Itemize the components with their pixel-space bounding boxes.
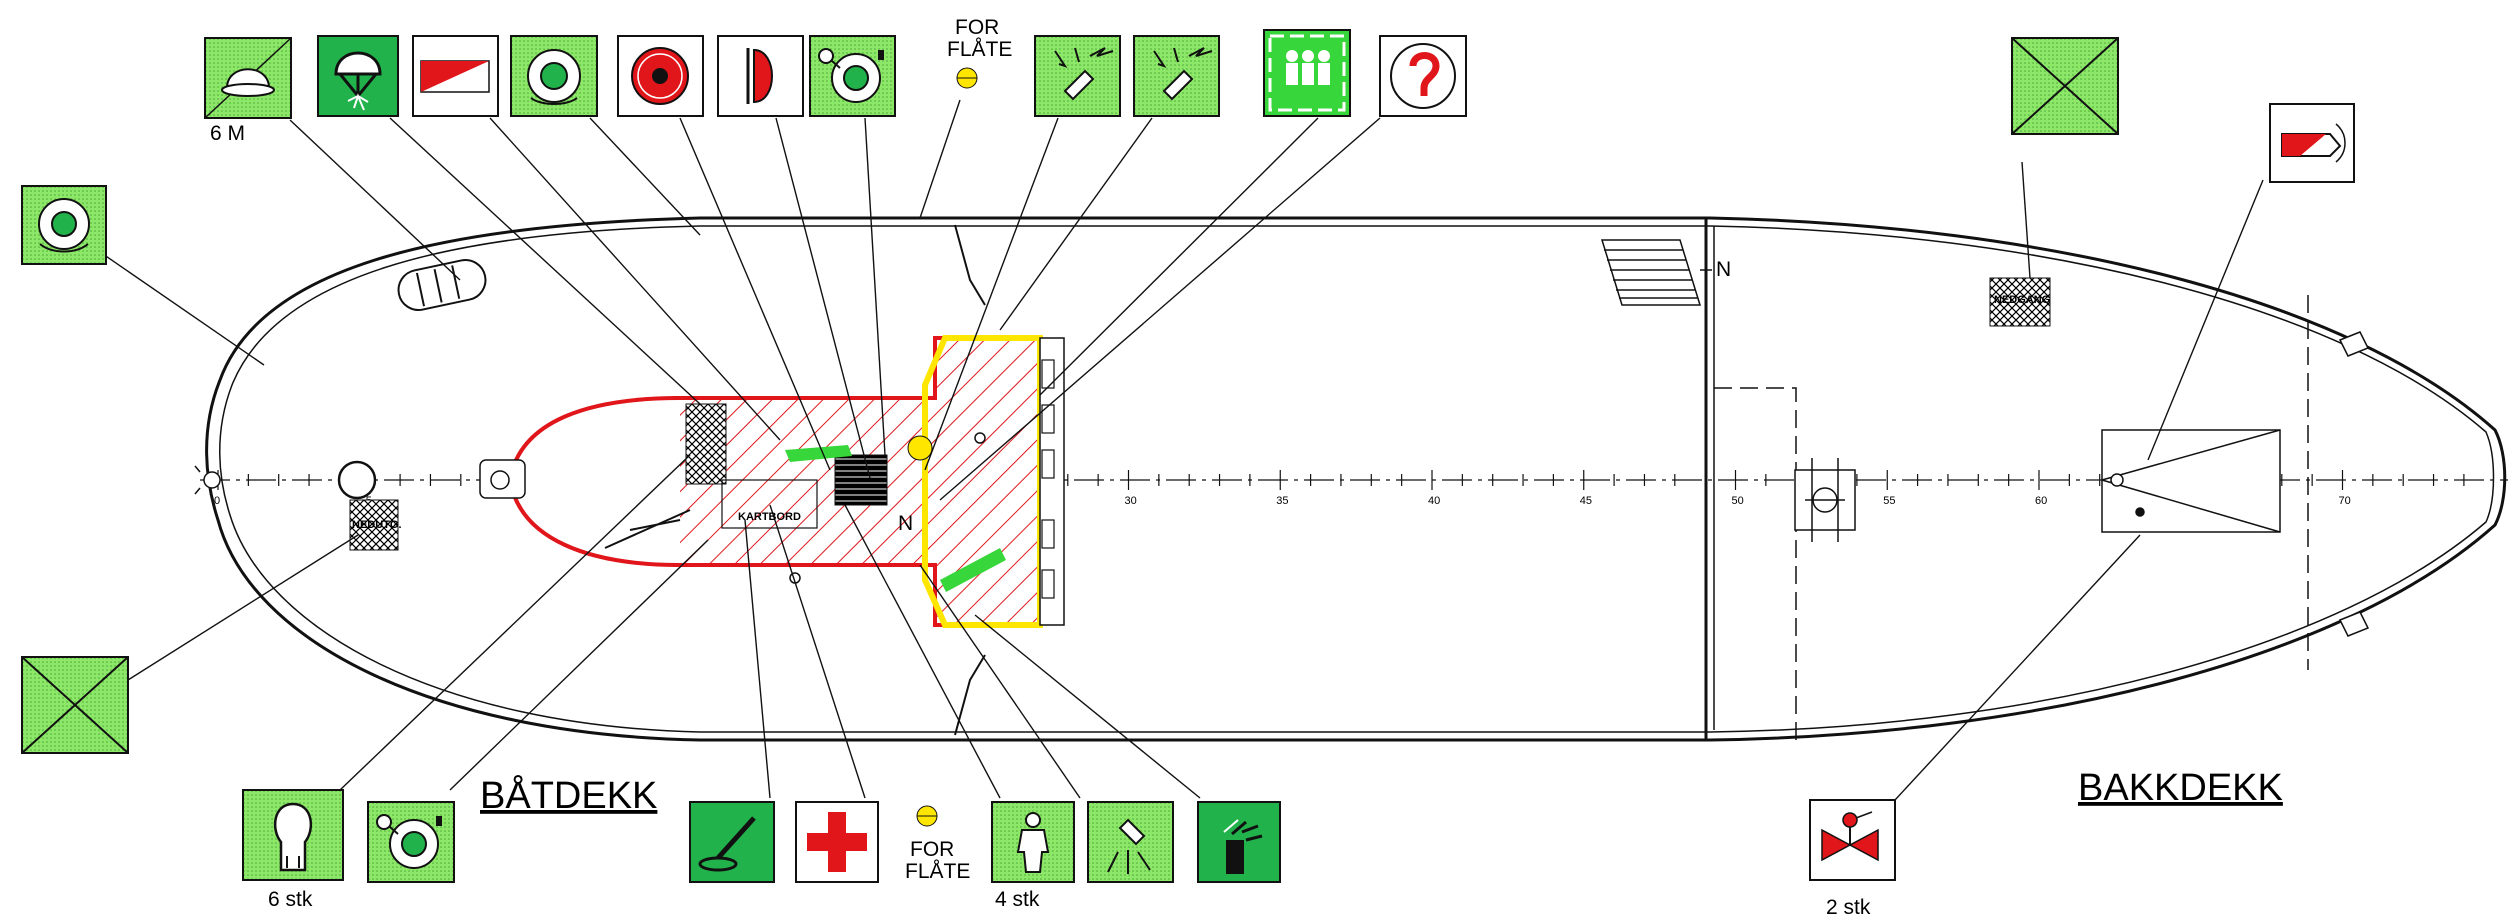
- hydrant-icon: [1809, 799, 1896, 881]
- nedgang-label: NEDGANG: [1994, 294, 2050, 306]
- lifebuoy-with-light-icon: [809, 35, 896, 117]
- assembly-station-icon: [1263, 29, 1351, 117]
- smoke-signal-icon: [1087, 801, 1174, 883]
- frame-tick-label: 40: [1428, 495, 1440, 507]
- forecastle-stairway: [1600, 239, 1712, 306]
- leader-lines: [99, 99, 2264, 801]
- fire-extinguisher-icon: [1197, 801, 1281, 883]
- hull-outline: [205, 216, 2507, 742]
- buoy-count: 6 stk: [268, 888, 313, 911]
- frame-tick-label: 60: [2035, 495, 2047, 507]
- bow-plate: [2101, 331, 2370, 637]
- suit-count: 4 stk: [995, 888, 1040, 911]
- frame-tick-label: 30: [1125, 495, 1137, 507]
- nedutg-label: NEDUTG.: [352, 519, 402, 531]
- light-icon: [717, 35, 804, 117]
- survival-suit-icon: [991, 801, 1075, 883]
- raft-buoy-icon: FOR FLÅTE: [905, 805, 970, 883]
- frame-tick-label: 45: [1580, 495, 1592, 507]
- stern-fixtures: [194, 460, 399, 551]
- for-label-bottom: FOR: [910, 838, 954, 861]
- first-aid-icon: [795, 801, 879, 883]
- flate-label-top: FLÅTE: [947, 38, 1012, 61]
- parachute-flare-icon: [317, 35, 399, 117]
- door-arcs: [604, 224, 986, 736]
- hydrant-count: 2 stk: [1826, 896, 1871, 916]
- escape-route-icon: [2011, 37, 2119, 135]
- unknown-sign-icon: [1379, 35, 1467, 117]
- flag-icon: [412, 35, 499, 117]
- boat-deck-house: [479, 335, 1065, 628]
- kartbord-label: KARTBORD: [738, 511, 801, 523]
- deck-dashed-lines: [1714, 295, 2309, 740]
- fire-hose-icon: [689, 801, 775, 883]
- fire-alarm-icon: [617, 35, 704, 117]
- lifebuoy-with-light-icon: [367, 801, 455, 883]
- for-label-top: FOR: [955, 16, 999, 39]
- frame-tick-label: 50: [1732, 495, 1744, 507]
- frame-tick-label: 0: [214, 495, 220, 507]
- windlass: [1794, 458, 1856, 542]
- boat-deck-title: BÅTDEKK: [480, 773, 657, 817]
- lifebuoy-icon: [21, 185, 107, 265]
- raft-buoy-icon: FOR FLÅTE: [947, 16, 1012, 89]
- escape-route-icon: [21, 656, 129, 754]
- frame-tick-label: 35: [1276, 495, 1288, 507]
- lifebuoy-rack: [397, 259, 487, 311]
- forecastle-deck-title: BAKKDEKK: [2078, 767, 2283, 809]
- lifebuoy-icon: [510, 35, 598, 117]
- smoke-signal-icon: [1133, 35, 1220, 117]
- lifebuoy-ring-icon: [242, 789, 344, 881]
- n-label-boatdeck: N: [898, 512, 913, 535]
- frame-tick-label: 70: [2339, 495, 2351, 507]
- n-label-stair: N: [1716, 258, 1731, 281]
- fire-bucket-icon: [2269, 103, 2355, 183]
- six-m-label: 6 M: [210, 122, 245, 145]
- frame-tick-label: 55: [1883, 495, 1895, 507]
- flate-label-bottom: FLÅTE: [905, 860, 970, 883]
- liferaft-6m-icon: [204, 37, 292, 119]
- smoke-signal-icon: [1034, 35, 1121, 117]
